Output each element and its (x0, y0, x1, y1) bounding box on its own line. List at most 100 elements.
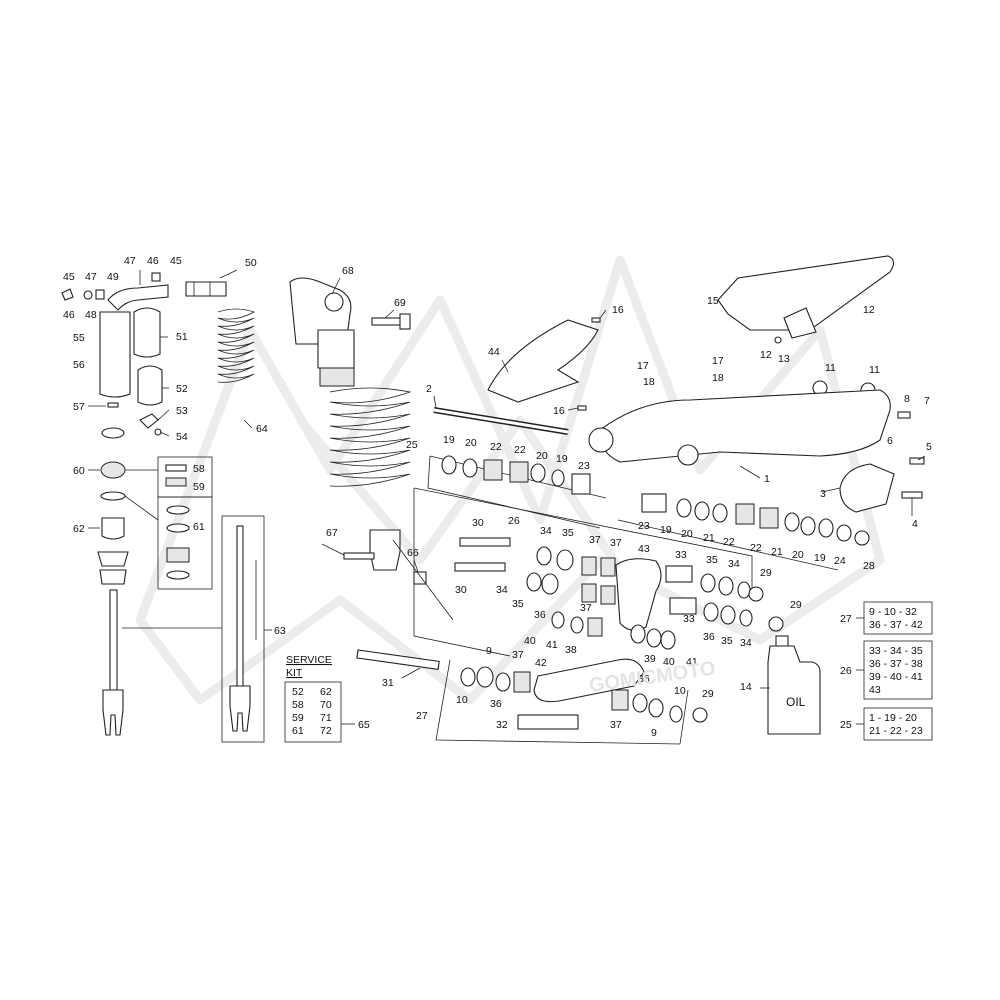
callout-37: 37 (610, 719, 622, 731)
swingarm-assembly (433, 255, 925, 513)
callout-38: 38 (565, 644, 577, 656)
callout-28: 28 (863, 560, 875, 572)
callout-12: 12 (760, 349, 772, 361)
callout-19: 19 (660, 524, 672, 536)
callout-42: 42 (535, 657, 547, 669)
callout-24: 24 (834, 555, 846, 567)
callout-56: 56 (73, 359, 85, 371)
callout-numbers: 45 47 49 47 46 45 46 48 50 51 55 56 52 5… (63, 255, 932, 739)
callout-29: 29 (790, 599, 802, 611)
callout-64: 64 (256, 423, 268, 435)
callout-47: 47 (85, 271, 97, 283)
callout-52: 52 (176, 383, 188, 395)
callout-48: 48 (85, 309, 97, 321)
part-57-clip (107, 402, 119, 408)
callout-34: 34 (496, 584, 508, 596)
callout-35: 35 (721, 635, 733, 647)
service-kit-part-number: 71 (320, 712, 332, 724)
part-4-bolt (901, 491, 923, 499)
linkage-row-27 (356, 649, 708, 745)
callout-3: 3 (820, 488, 826, 500)
callout-20: 20 (465, 437, 477, 449)
callout-50: 50 (245, 257, 257, 269)
callout-19: 19 (556, 453, 568, 465)
callout-59: 59 (193, 481, 205, 493)
reservoir-parts (61, 269, 272, 743)
kit-content-line: 9 - 10 - 32 (869, 606, 917, 618)
callout-10: 10 (456, 694, 468, 706)
hose-fitting (107, 284, 169, 311)
part-42-link (533, 658, 645, 703)
callout-5: 5 (926, 441, 932, 453)
shock-body (317, 329, 355, 369)
rear-shock-assembly (289, 277, 454, 621)
callout-6: 6 (887, 435, 893, 447)
callout-20: 20 (681, 528, 693, 540)
callout-62: 62 (73, 523, 85, 535)
callout-17: 17 (637, 360, 649, 372)
part-63-clevis (229, 685, 251, 732)
part-31-bolt (356, 649, 440, 670)
service-kit-part-number: 58 (292, 699, 304, 711)
callout-20: 20 (536, 450, 548, 462)
service-kit-part-number: 61 (292, 725, 304, 737)
part-63-rod (236, 525, 244, 687)
callout-60: 60 (73, 465, 85, 477)
callout-44: 44 (488, 346, 500, 358)
callout-22: 22 (750, 542, 762, 554)
callout-43: 43 (638, 543, 650, 555)
callout-58: 58 (193, 463, 205, 475)
callout-9: 9 (486, 645, 492, 657)
part-3-adjuster (839, 463, 895, 513)
shock-mount (677, 444, 699, 466)
damper-rod-left (109, 589, 118, 691)
callout-37: 37 (580, 602, 592, 614)
callout-26: 26 (508, 515, 520, 527)
part-61-b (166, 523, 190, 533)
callout-9: 9 (651, 727, 657, 739)
callout-34: 34 (740, 637, 752, 649)
service-kit-title-1: SERVICE (286, 654, 332, 666)
callout-22: 22 (490, 441, 502, 453)
callout-47: 47 (124, 255, 136, 267)
callout-8: 8 (904, 393, 910, 405)
callout-34: 34 (540, 525, 552, 537)
part-32-pin (517, 714, 579, 730)
part-67-bolt (343, 552, 375, 560)
part-61-a (166, 505, 190, 515)
kit-content-line: 39 - 40 - 41 (869, 671, 923, 683)
callout-31: 31 (382, 677, 394, 689)
callout-11: 11 (825, 362, 836, 374)
service-kit-part-number: 72 (320, 725, 332, 737)
callout-10: 10 (674, 685, 686, 697)
callout-15: 15 (707, 295, 719, 307)
part-60-cap (100, 461, 126, 479)
part-13-bracket (783, 307, 817, 339)
service-kit-part-number: 52 (292, 686, 304, 698)
kit-box-61 (157, 496, 213, 590)
callout-12: 12 (863, 304, 875, 316)
washer (100, 491, 126, 501)
callout-1: 1 (764, 473, 770, 485)
part-5-bolt (909, 457, 925, 465)
kit-ref-number: 25 (840, 719, 852, 731)
callout-54: 54 (176, 431, 188, 443)
part-58 (165, 464, 187, 472)
seal-ring (101, 427, 125, 439)
part-46-nut (151, 272, 161, 282)
callout-22: 22 (723, 536, 735, 548)
callout-18: 18 (643, 376, 655, 388)
callout-55: 55 (73, 332, 85, 344)
part-7-bolt (897, 411, 911, 419)
callout-63: 63 (274, 625, 286, 637)
body-cap (97, 551, 129, 567)
service-kit-title-2: KIT (286, 667, 303, 679)
part-52-bladder (137, 365, 163, 406)
part-50-valve (185, 281, 227, 297)
callout-14: 14 (740, 681, 752, 693)
part-48-washer (83, 290, 93, 300)
leader-lines (88, 277, 926, 689)
